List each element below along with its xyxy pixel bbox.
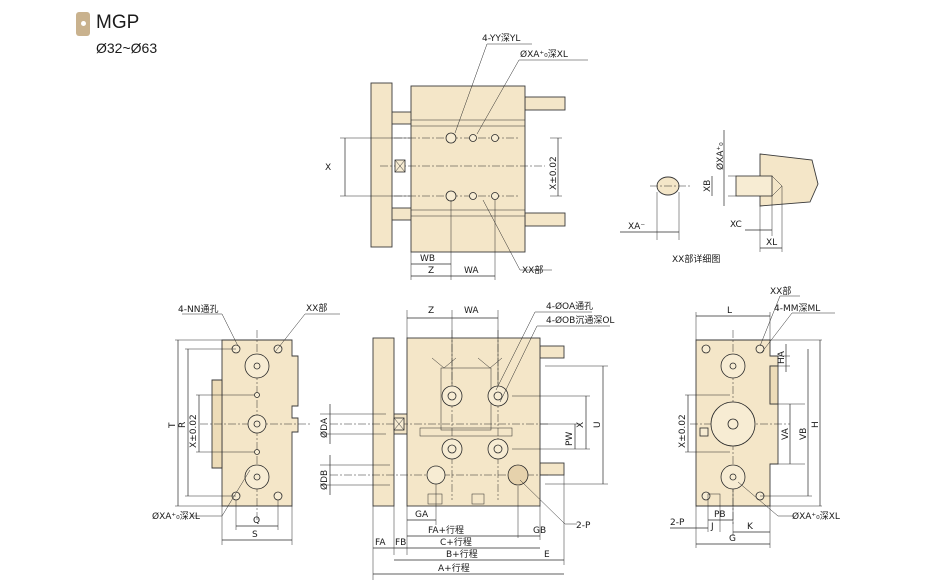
detail-label-xa-vert: ØXA⁺₀ xyxy=(715,142,726,170)
center-label-b: B+行程 xyxy=(446,548,478,560)
center-label-da: ØDA xyxy=(319,417,330,438)
detail-view: XA⁻ ØXA⁺₀ XB XC XL XX部详细图 xyxy=(620,130,819,265)
center-view: Z WA 4-ØOA通孔 4-ØOB沉通深OL ØDA ØDB X U PW G… xyxy=(319,301,614,580)
top-hole xyxy=(491,134,499,142)
center-rod-lower xyxy=(539,462,565,476)
detail-caption: XX部详细图 xyxy=(672,253,720,265)
left-label-xx: XX部 xyxy=(306,302,327,314)
top-label-wa: WA xyxy=(464,266,479,276)
center-label-fb: FB xyxy=(395,538,406,548)
right-label-ha: HA xyxy=(777,350,787,364)
left-label-r: R xyxy=(178,422,188,428)
left-label-q: Q xyxy=(253,516,260,526)
center-label-e: E xyxy=(544,550,550,560)
center-label-u: U xyxy=(593,421,603,428)
detail-hole xyxy=(735,175,773,197)
detail-label-xc: XC xyxy=(730,220,742,230)
top-rod-lower xyxy=(524,212,566,227)
left-view: 4-NN通孔 XX部 T R X±0.02 ØXA⁺₀深XL Q S xyxy=(152,302,340,545)
center-label-ob: 4-ØOB沉通深OL xyxy=(546,315,614,326)
right-label-x002: X±0.02 xyxy=(678,414,688,448)
left-label-nn: 4-NN通孔 xyxy=(178,304,218,315)
left-label-x002: X±0.02 xyxy=(189,414,199,448)
right-hole xyxy=(755,344,765,354)
center-label-c: C+行程 xyxy=(440,536,472,548)
top-hole xyxy=(445,190,457,202)
top-label-x: X xyxy=(325,163,331,173)
center-label-z: Z xyxy=(428,306,434,316)
top-hole xyxy=(445,132,457,144)
center-rod-upper xyxy=(539,345,565,359)
right-label-k: K xyxy=(747,522,754,532)
right-label-va: VA xyxy=(781,427,791,440)
center-label-gb: GB xyxy=(533,526,546,536)
center-label-fa: FA xyxy=(375,538,386,548)
detail-section xyxy=(759,153,819,207)
top-end-plate xyxy=(370,82,393,248)
left-hole xyxy=(273,491,283,501)
top-label-z: Z xyxy=(428,266,434,276)
right-label-g: G xyxy=(729,534,736,544)
center-label-ga: GA xyxy=(415,510,429,520)
top-hole xyxy=(469,192,477,200)
left-label-s: S xyxy=(252,530,258,540)
detail-label-xa: XA⁻ xyxy=(628,222,645,232)
section-marker-dot xyxy=(81,21,86,26)
top-view: 4-YY深YL ØXA⁺₀深XL X X±0.02 WB Z WA XX部 xyxy=(325,33,588,280)
center-label-pw: PW xyxy=(565,432,575,446)
top-body xyxy=(410,85,526,253)
center-label-x: X xyxy=(576,422,586,428)
top-rod-upper xyxy=(524,96,566,111)
bore-range: Ø32~Ø63 xyxy=(96,40,158,56)
top-hole xyxy=(469,134,477,142)
right-label-l: L xyxy=(727,306,732,316)
center-port xyxy=(507,464,529,486)
left-label-t: T xyxy=(168,422,178,429)
right-hole xyxy=(701,491,711,501)
right-label-h: H xyxy=(811,421,821,428)
right-label-xx: XX部 xyxy=(770,285,791,297)
top-label-x002: X±0.02 xyxy=(549,156,559,190)
right-label-mm: 4-MM深ML xyxy=(774,303,820,314)
right-hole xyxy=(701,344,711,354)
right-label-vb: VB xyxy=(799,428,809,440)
right-label-xa: ØXA⁺₀深XL xyxy=(792,511,840,522)
center-end-plate xyxy=(372,337,395,507)
center-label-fa-stroke: FA+行程 xyxy=(428,524,464,536)
center-label-a: A+行程 xyxy=(438,562,470,574)
right-view: L XX部 4-MM深ML HA VA VB H X±0.02 2-P PB J… xyxy=(670,285,840,548)
center-label-oa: 4-ØOA通孔 xyxy=(546,301,593,312)
right-label-2p: 2-P xyxy=(670,518,685,528)
detail-label-xl: XL xyxy=(766,238,777,248)
top-label-xx: XX部 xyxy=(522,264,543,276)
center-port xyxy=(426,465,446,485)
right-label-pb: PB xyxy=(714,510,726,520)
top-label-wb: WB xyxy=(420,254,435,264)
center-label-2p: 2-P xyxy=(576,521,591,531)
top-hole xyxy=(491,192,499,200)
detail-label-xb: XB xyxy=(703,180,713,192)
right-label-j: J xyxy=(710,522,714,532)
left-label-xa: ØXA⁺₀深XL xyxy=(152,511,200,522)
page-title: MGP xyxy=(96,12,140,33)
top-label-xa: ØXA⁺₀深XL xyxy=(520,49,568,60)
center-label-db: ØDB xyxy=(319,470,330,490)
center-label-wa: WA xyxy=(464,306,479,316)
top-label-yy: 4-YY深YL xyxy=(482,33,520,44)
